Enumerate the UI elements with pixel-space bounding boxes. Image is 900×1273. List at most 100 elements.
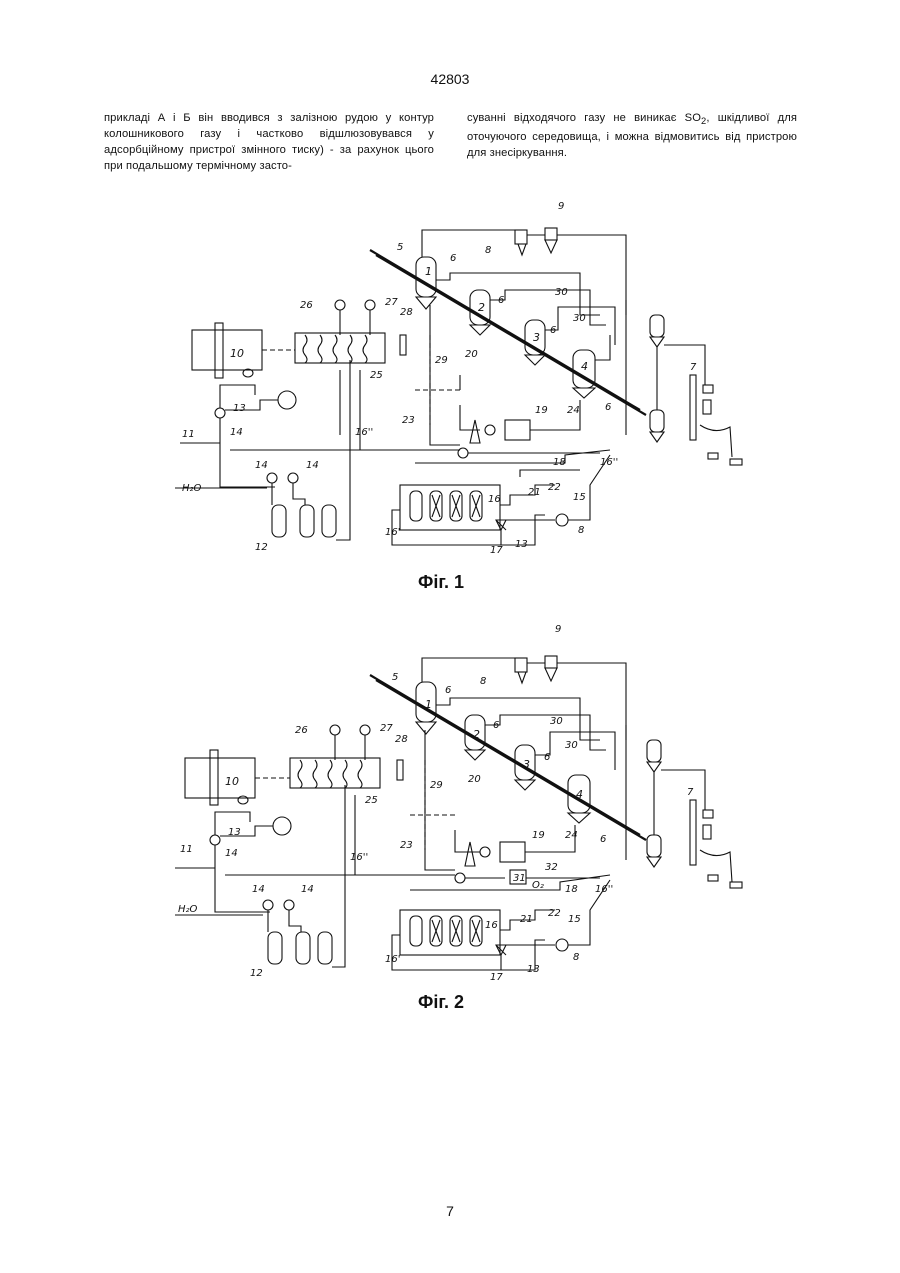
label-9: 9 <box>558 201 564 212</box>
label-2: 2 <box>473 728 480 741</box>
cooler-unit <box>278 391 296 409</box>
tank-12a <box>272 505 286 537</box>
label-30a: 30 <box>550 716 563 727</box>
reformer-10 <box>192 330 262 370</box>
label-4: 4 <box>581 360 588 373</box>
label-16pp-b: 16'' <box>600 457 618 468</box>
label-6b: 6 <box>493 720 499 731</box>
label-17: 17 <box>490 972 503 983</box>
compressor-15 <box>556 939 568 951</box>
figure-1-svg: 6 1 2 3 4 5 6 6 6 7 8 8 9 10 11 12 13 13… <box>160 195 760 570</box>
label-14a: 14 <box>225 848 238 859</box>
label-6c: 6 <box>544 752 550 763</box>
label-15: 15 <box>573 492 586 503</box>
page-number-bottom: 7 <box>0 1203 900 1219</box>
label-19: 19 <box>535 405 548 416</box>
label-20: 20 <box>465 349 478 360</box>
label-13b: 13 <box>515 539 528 550</box>
figure-2-svg: 6 1 2 3 4 5 6 6 6 7 8 8 9 10 11 12 13 13… <box>160 620 760 995</box>
compressor-27 <box>365 300 375 310</box>
label-20: 20 <box>468 774 481 785</box>
separator-9a <box>515 230 527 244</box>
label-32: 32 <box>545 862 558 873</box>
cyclone-lower <box>650 410 664 432</box>
label-14a: 14 <box>230 427 243 438</box>
right-paragraph: суванні відходячого газу не виникає SO2,… <box>467 110 797 161</box>
label-13b: 13 <box>527 964 540 975</box>
label-7: 7 <box>690 362 697 373</box>
label-27: 27 <box>385 297 398 308</box>
label-o2: O₂ <box>532 880 544 891</box>
label-13a: 13 <box>233 403 246 414</box>
label-14b: 14 <box>255 460 268 471</box>
label-6b: 6 <box>498 295 504 306</box>
text-column-right: суванні відходячого газу не виникає SO2,… <box>467 110 797 161</box>
label-3: 3 <box>533 331 540 344</box>
separator-9a <box>515 658 527 672</box>
label-26: 26 <box>295 725 308 736</box>
tank-12a <box>268 932 282 964</box>
label-30a: 30 <box>555 287 568 298</box>
reformer-10 <box>185 758 255 798</box>
label-18: 18 <box>553 457 566 468</box>
label-16p: 16' <box>385 527 400 538</box>
compressor-26 <box>335 300 345 310</box>
heat-exchanger-25 <box>290 758 380 788</box>
separator-9b <box>545 228 557 240</box>
right-text-a: суванні відходячого газу не виникає SO <box>467 112 701 124</box>
figure-1-caption: Фіг. 1 <box>418 572 464 593</box>
cyclone-upper <box>650 315 664 337</box>
label-10: 10 <box>230 347 244 360</box>
heat-exchanger-19 <box>505 420 530 440</box>
label-3: 3 <box>523 758 530 771</box>
cooler-unit <box>273 817 291 835</box>
label-31: 31 <box>513 873 526 884</box>
separator-9b <box>545 656 557 668</box>
label-6a: 6 <box>445 685 451 696</box>
label-19: 19 <box>532 830 545 841</box>
label-16pp-b: 16'' <box>595 884 613 895</box>
label-8b: 8 <box>573 952 579 963</box>
label-6d: 6 <box>605 402 611 413</box>
cyclone-upper <box>647 740 661 762</box>
label-5: 5 <box>392 672 398 683</box>
label-16p: 16' <box>385 954 400 965</box>
tank-12b <box>296 932 310 964</box>
label-24: 24 <box>567 405 580 416</box>
unit-7-column <box>690 800 696 865</box>
label-25: 25 <box>365 795 378 806</box>
label-h2o: H₂O <box>178 904 198 915</box>
label-7: 7 <box>687 787 694 798</box>
label-14c: 14 <box>301 884 314 895</box>
unit-7-column <box>690 375 696 440</box>
label-16pp-a: 16'' <box>355 427 373 438</box>
label-14b: 14 <box>252 884 265 895</box>
label-28: 28 <box>400 307 413 318</box>
compressor-27 <box>360 725 370 735</box>
label-15: 15 <box>568 914 581 925</box>
label-22: 22 <box>548 482 561 493</box>
tank-12c <box>322 505 336 537</box>
label-16: 16 <box>488 494 501 505</box>
label-5: 5 <box>397 242 403 253</box>
label-21: 21 <box>520 914 533 925</box>
label-18: 18 <box>565 884 578 895</box>
label-11: 11 <box>182 429 195 440</box>
left-paragraph: прикладі А і Б він вводився з залізною р… <box>104 110 434 174</box>
heat-exchanger-25 <box>295 333 385 363</box>
label-16: 16 <box>485 920 498 931</box>
label-14c: 14 <box>306 460 319 471</box>
label-6c: 6 <box>550 325 556 336</box>
label-4: 4 <box>576 788 583 801</box>
label-8b: 8 <box>578 525 584 536</box>
figure-2-caption: Фіг. 2 <box>418 992 464 1013</box>
label-26: 26 <box>300 300 313 311</box>
label-10: 10 <box>225 775 239 788</box>
label-16pp-a: 16'' <box>350 852 368 863</box>
label-28: 28 <box>395 734 408 745</box>
figure-2-diagram: 6 1 2 3 4 5 6 6 6 7 8 8 9 10 11 12 13 13… <box>160 620 760 995</box>
cyclone-lower <box>647 835 661 857</box>
label-1: 1 <box>425 265 432 278</box>
label-23: 23 <box>402 415 415 426</box>
label-1: 1 <box>425 698 432 711</box>
